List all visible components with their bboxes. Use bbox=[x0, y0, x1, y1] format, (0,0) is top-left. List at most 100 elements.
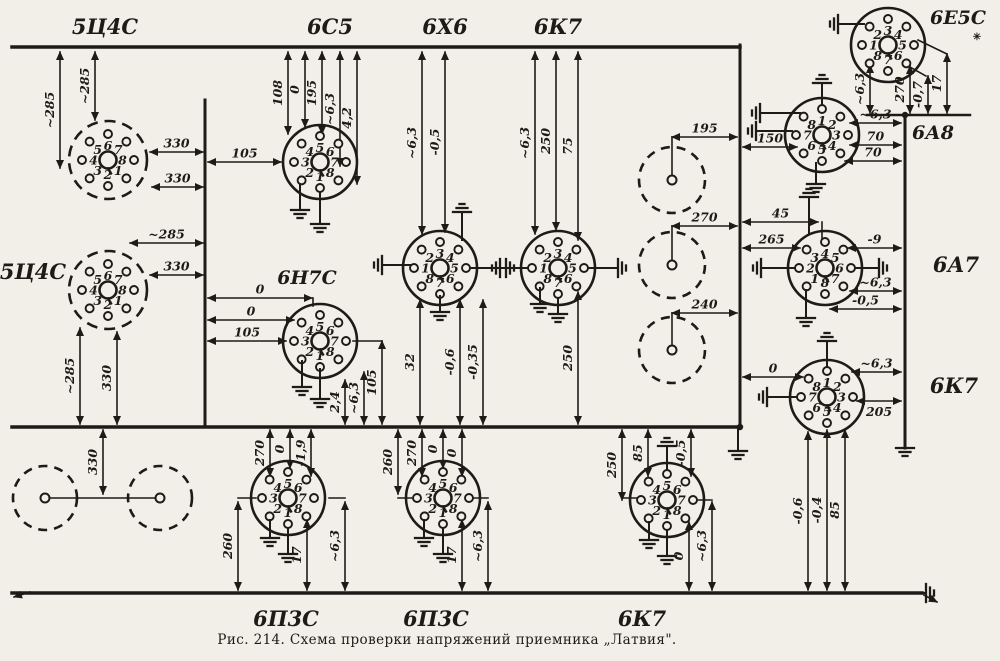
pin-number: 7 bbox=[436, 275, 445, 290]
if-can-3 bbox=[637, 315, 707, 385]
pin-number: 1 bbox=[869, 38, 878, 53]
tube-type-label: 6Е5С bbox=[930, 7, 986, 29]
pin bbox=[643, 476, 654, 487]
pin-number: 3 bbox=[269, 491, 278, 506]
pin bbox=[121, 266, 132, 277]
pin-number: 2 bbox=[427, 501, 437, 516]
pin bbox=[843, 130, 853, 140]
pin-number: 2 bbox=[827, 117, 837, 132]
voltage-label: 0 bbox=[247, 304, 256, 319]
pin-number: 3 bbox=[436, 246, 445, 261]
voltage-label: -0,7 bbox=[910, 81, 925, 108]
pin-number: 2 bbox=[542, 250, 552, 265]
tube-type-label: 6А7 bbox=[933, 252, 980, 277]
voltage-label: 330 bbox=[163, 259, 189, 274]
can-outline bbox=[637, 145, 707, 215]
pin bbox=[864, 58, 875, 69]
ground-symbol bbox=[259, 519, 281, 548]
voltage-label: 205 bbox=[865, 404, 892, 419]
pin bbox=[121, 173, 132, 184]
ground-symbol bbox=[727, 428, 749, 461]
voltage-label: ~6,3 bbox=[852, 73, 867, 106]
pin bbox=[801, 244, 812, 255]
voltage-label: 330 bbox=[164, 171, 190, 186]
ground-symbol bbox=[816, 331, 838, 368]
pin bbox=[901, 21, 912, 32]
ground-symbol bbox=[795, 289, 817, 328]
pin-number: 5 bbox=[898, 38, 907, 53]
pin-number: 3 bbox=[554, 246, 563, 261]
voltage-label: 150 bbox=[757, 131, 783, 146]
ground-symbol bbox=[277, 527, 299, 564]
pin bbox=[803, 410, 814, 421]
ground-symbol bbox=[289, 183, 311, 220]
pin bbox=[289, 336, 299, 346]
ground-symbol bbox=[490, 257, 529, 279]
voltage-label: 250 bbox=[560, 345, 575, 372]
can-terminal bbox=[666, 259, 678, 271]
ground-symbol bbox=[751, 257, 796, 279]
pin-number: 2 bbox=[304, 344, 314, 359]
pin bbox=[103, 259, 113, 269]
ground-symbol bbox=[656, 529, 678, 566]
pin-number: 3 bbox=[424, 491, 433, 506]
stub bbox=[916, 38, 949, 56]
ground-symbol bbox=[547, 297, 569, 324]
pin bbox=[688, 495, 698, 505]
if-can-2 bbox=[637, 230, 707, 300]
pin-number: 1 bbox=[439, 505, 448, 520]
pin-number: 3 bbox=[810, 250, 819, 265]
pin bbox=[289, 157, 299, 167]
pin-number: 1 bbox=[421, 261, 430, 276]
pin-number: 1 bbox=[810, 271, 819, 286]
pin-number: 6 bbox=[449, 480, 458, 495]
pin-number: 6 bbox=[104, 268, 113, 283]
can-terminal bbox=[666, 344, 678, 356]
voltage-label: 17 bbox=[929, 75, 944, 93]
ground-symbols bbox=[259, 13, 936, 604]
voltage-label: 0 bbox=[287, 85, 302, 94]
pin bbox=[579, 263, 589, 273]
pin bbox=[840, 373, 851, 384]
ground-symbol bbox=[921, 582, 936, 604]
voltage-label: 0 bbox=[769, 361, 778, 376]
voltage-label: 195 bbox=[304, 80, 319, 106]
pin-number: 4 bbox=[446, 250, 455, 265]
ground-symbol bbox=[372, 254, 411, 276]
voltage-label: 85 bbox=[630, 444, 645, 461]
ground-symbol bbox=[429, 295, 451, 322]
pin-number: 5 bbox=[316, 140, 325, 155]
pin bbox=[864, 21, 875, 32]
pin bbox=[438, 467, 448, 477]
pin bbox=[77, 285, 87, 295]
can-outline bbox=[637, 315, 707, 385]
pin-number: 4 bbox=[428, 480, 437, 495]
ground-symbol bbox=[854, 257, 889, 279]
pin-number: 3 bbox=[93, 293, 102, 308]
pin-number: 3 bbox=[301, 155, 310, 170]
voltage-label: 330 bbox=[163, 136, 189, 151]
voltage-label: 270 bbox=[404, 440, 419, 467]
voltage-label: 265 bbox=[757, 232, 784, 247]
pin bbox=[341, 336, 351, 346]
voltage-label: 70 bbox=[864, 145, 882, 160]
pin bbox=[835, 111, 846, 122]
can-terminal bbox=[666, 174, 678, 186]
pin bbox=[857, 40, 867, 50]
pin-number: 6 bbox=[835, 261, 844, 276]
figure-caption: Рис. 214. Схема проверки напряжений прие… bbox=[217, 632, 677, 648]
pin-number: 8 bbox=[821, 275, 830, 290]
socket-keyway bbox=[823, 274, 830, 284]
pin-number: 4 bbox=[305, 144, 314, 159]
voltage-label: 260 bbox=[380, 449, 395, 476]
socket-keyway bbox=[106, 296, 113, 306]
voltage-label: -9 bbox=[868, 232, 882, 247]
voltage-label: 105 bbox=[231, 146, 257, 161]
